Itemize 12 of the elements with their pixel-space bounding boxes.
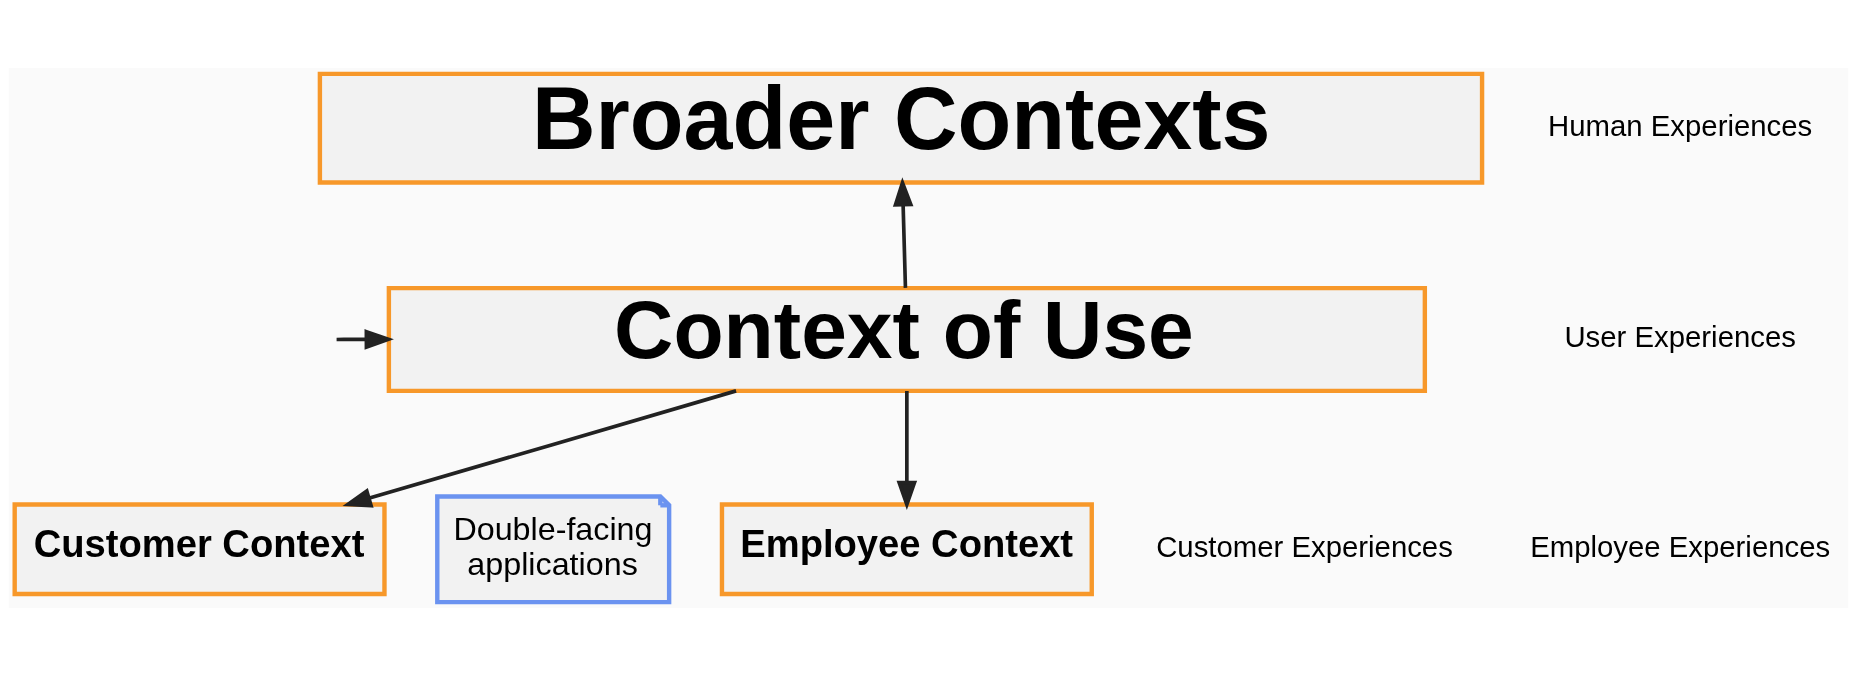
label: Human Experiences (1548, 108, 1813, 142)
arrow (892, 177, 914, 288)
node-box: Context of Use (386, 285, 1428, 394)
node-box: Broader Contexts (317, 71, 1485, 185)
arrow (342, 389, 737, 508)
arrow (896, 391, 918, 511)
label: User Experiences (1564, 319, 1796, 353)
node-box: Employee Context (719, 502, 1094, 597)
label: Customer Experiences (1156, 529, 1453, 563)
label: Employee Experiences (1530, 529, 1831, 563)
arrow (336, 329, 394, 350)
node-box: Customer Context (12, 502, 387, 597)
